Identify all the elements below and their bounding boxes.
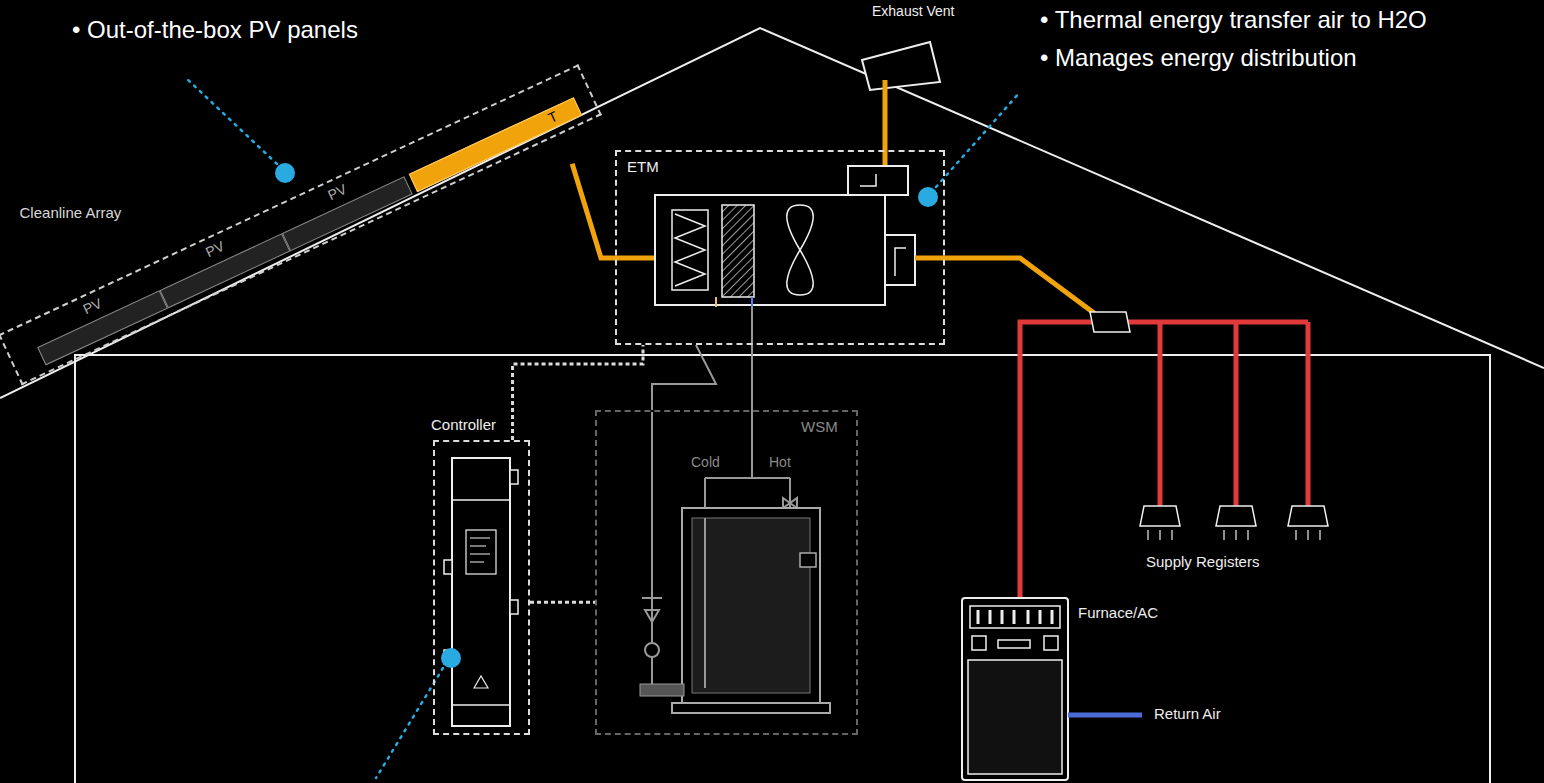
connector [513,345,643,440]
pipe-name: Hot [769,454,791,470]
tank-element [800,553,816,567]
pump-symbol [645,643,659,657]
cleanline-array: Cleanline ArrayPVPVPVT [0,64,602,385]
pv-panel-group: PV [149,211,291,310]
controller-module: Controller [433,440,530,735]
callout-text: • Out-of-the-box PV panels [72,16,358,44]
wsm-module: WSM [595,410,858,735]
etm-unit [655,195,885,305]
red-duct [1306,322,1311,506]
callout-text: • Thermal energy transfer air to H2O [1040,6,1427,34]
warning-sign [474,676,488,688]
register-arrows [1148,530,1320,540]
controller-seam [452,704,510,706]
callout-dot [275,163,295,183]
pv-panel-group: PV [27,269,169,368]
connector-line [513,345,643,440]
connector-line [530,601,595,604]
exhaust-vent [862,42,940,90]
callout-dot [441,648,461,668]
etm-fan [787,205,813,295]
node-text: T [410,98,580,189]
red-duct [1020,322,1308,597]
part-name: Return Air [1154,705,1221,722]
controller-screen [466,530,496,574]
top-damper [848,166,908,195]
controller-device [452,458,510,726]
coil-pipe [715,297,717,307]
tank-inner [692,518,810,693]
leader-line [186,78,1020,778]
furnace-unit: Furnace/AC [962,598,1068,780]
furnace-panel [972,636,986,650]
furnace-cabinet [968,660,1062,774]
damper-blade [860,174,876,186]
etm-inlet-duct [615,256,656,261]
node-text: Furnace/AC [1078,604,1158,621]
controller-ports [444,470,518,664]
red-duct [1158,322,1163,506]
tank-fitting [640,684,684,696]
connector-line [572,164,615,258]
furnace-grille [970,606,1060,628]
callout-dot [918,187,938,207]
side-damper [885,235,915,285]
roof-line [0,28,1544,398]
callout-text: • Manages energy distribution [1040,44,1357,72]
coil-pipe [751,297,753,307]
tank-outer [682,508,820,703]
etm-coil [722,205,754,297]
etm-module: ETM [615,150,945,345]
node-text: Controller [431,416,496,433]
controller-seam [452,499,510,501]
filter-zigzag [675,214,705,286]
part-name: Exhaust Vent [872,3,955,19]
connector-line [652,345,716,410]
etm-filter [672,210,708,290]
red-duct [1234,322,1239,506]
node-text: Cleanline Array [20,204,122,221]
tank-base [672,703,830,713]
connector [652,345,716,410]
furnace-body [962,598,1068,780]
connector [530,602,595,603]
furnace-panel [1044,636,1058,650]
connector [572,164,615,258]
vent-duct [883,80,888,166]
return-air-duct [1068,713,1142,718]
supply-register [1140,506,1328,526]
part-name: Supply Registers [1146,553,1259,570]
supply-duct [915,258,1098,316]
mixing-valve [783,498,797,508]
house-wall [75,355,1490,783]
damper-blade [895,248,906,276]
duct-tee [1090,312,1130,332]
grille-slots [978,610,1052,624]
thermal-panel: T [409,97,582,192]
node-text: ETM [627,158,659,175]
relief-valve [642,598,662,622]
screen-lines [470,538,490,562]
node-text: WSM [801,418,838,435]
furnace-panel [998,640,1030,648]
pipe-name: Cold [691,454,720,470]
cold-dip-tube [704,518,706,688]
